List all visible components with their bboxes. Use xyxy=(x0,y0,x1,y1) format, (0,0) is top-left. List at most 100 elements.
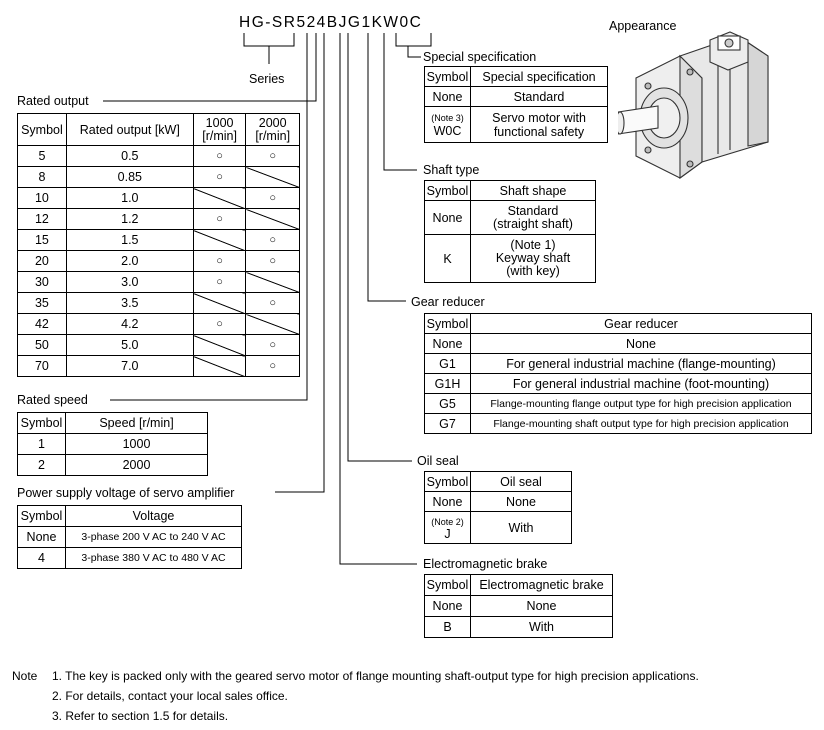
availability-cell xyxy=(192,229,247,251)
output-value: 4.2 xyxy=(65,313,194,335)
output-symbol: 50 xyxy=(17,334,67,356)
availability-cell: ○ xyxy=(245,187,300,209)
spec-value: Standard xyxy=(470,86,608,107)
output-value: 1.5 xyxy=(65,229,194,251)
output-symbol: 70 xyxy=(17,355,67,377)
output-symbol: 35 xyxy=(17,292,67,314)
gear-symbol: G7 xyxy=(424,413,471,434)
shaft-value-line: Standard xyxy=(507,203,559,218)
header-brake: Electromagnetic brake xyxy=(470,574,613,596)
header-symbol: Symbol xyxy=(424,471,471,492)
availability-cell: ○ xyxy=(192,313,247,335)
header-1000: 1000 [r/min] xyxy=(192,113,247,146)
gear-value: Flange-mounting flange output type for h… xyxy=(470,393,812,414)
availability-cell: ○ xyxy=(192,145,247,167)
speed-value: 2000 xyxy=(65,454,208,476)
availability-cell xyxy=(192,355,247,377)
availability-cell xyxy=(192,292,247,314)
availability-cell: ○ xyxy=(192,208,247,230)
oil-seal-table: Symbol Oil seal None None (Note 2) J Wit… xyxy=(424,471,572,544)
rated-speed-title: Rated speed xyxy=(17,393,90,407)
output-symbol: 15 xyxy=(17,229,67,251)
oil-seal-value: With xyxy=(470,511,572,544)
output-symbol: 20 xyxy=(17,250,67,272)
gear-value: For general industrial machine (flange-m… xyxy=(470,353,812,374)
spec-symbol: W0C xyxy=(433,123,462,138)
header-symbol: Symbol xyxy=(17,113,67,146)
brake-value: None xyxy=(470,595,613,617)
header-shaft-shape: Shaft shape xyxy=(470,180,596,201)
speed-value: 1000 xyxy=(65,433,208,455)
brake-symbol: B xyxy=(424,616,471,638)
header-symbol: Symbol xyxy=(17,412,66,434)
availability-cell: ○ xyxy=(245,334,300,356)
availability-cell xyxy=(192,334,247,356)
availability-cell xyxy=(245,166,300,188)
model-code: HG-SR524BJG1KW0C xyxy=(239,14,423,31)
voltage-symbol: None xyxy=(17,526,66,548)
brake-value: With xyxy=(470,616,613,638)
shaft-type-table: Symbol Shaft shape None Standard (straig… xyxy=(424,180,596,283)
gear-reducer-table: Symbol Gear reducer None None G1 For gen… xyxy=(424,313,812,434)
gear-reducer-title: Gear reducer xyxy=(411,295,487,309)
shaft-value-line: Keyway shaft xyxy=(495,251,571,265)
rated-speed-table: Symbol Speed [r/min] 1 1000 2 2000 xyxy=(17,412,208,476)
note-item: 1. The key is packed only with the geare… xyxy=(52,669,699,683)
shaft-value-line: (Note 1) xyxy=(510,238,556,252)
header-speed: Speed [r/min] xyxy=(65,412,208,434)
special-spec-table: Symbol Special specification None Standa… xyxy=(424,66,608,143)
rated-output-table: Symbol Rated output [kW] 1000 [r/min] 20… xyxy=(17,113,300,377)
availability-cell: ○ xyxy=(192,166,247,188)
voltage-value: 3-phase 380 V AC to 480 V AC xyxy=(65,547,242,569)
output-value: 0.5 xyxy=(65,145,194,167)
output-value: 1.2 xyxy=(65,208,194,230)
voltage-value: 3-phase 200 V AC to 240 V AC xyxy=(65,526,242,548)
output-symbol: 8 xyxy=(17,166,67,188)
output-value: 1.0 xyxy=(65,187,194,209)
availability-cell: ○ xyxy=(192,271,247,293)
spec-value: Servo motor with functional safety xyxy=(470,106,608,143)
oil-seal-symbol: None xyxy=(424,491,471,512)
availability-cell: ○ xyxy=(192,250,247,272)
output-value: 2.0 xyxy=(65,250,194,272)
availability-cell xyxy=(245,313,300,335)
servo-motor-image xyxy=(618,31,769,180)
shaft-type-title: Shaft type xyxy=(423,163,482,177)
note-item: 3. Refer to section 1.5 for details. xyxy=(52,709,229,723)
header-special-spec: Special specification xyxy=(470,66,608,87)
header-oil-seal: Oil seal xyxy=(470,471,572,492)
gear-symbol: G5 xyxy=(424,393,471,414)
brake-table: Symbol Electromagnetic brake None None B… xyxy=(424,574,613,638)
header-symbol: Symbol xyxy=(424,574,471,596)
notes-prefix: Note xyxy=(12,669,38,683)
series-label: Series xyxy=(249,72,287,86)
output-symbol: 30 xyxy=(17,271,67,293)
rated-output-title: Rated output xyxy=(17,94,91,108)
availability-cell: ○ xyxy=(245,355,300,377)
note-item: 2. For details, contact your local sales… xyxy=(52,689,288,703)
power-supply-title: Power supply voltage of servo amplifier xyxy=(17,486,237,500)
availability-cell: ○ xyxy=(245,145,300,167)
output-symbol: 10 xyxy=(17,187,67,209)
availability-cell: ○ xyxy=(245,229,300,251)
availability-cell xyxy=(245,208,300,230)
output-value: 3.5 xyxy=(65,292,194,314)
availability-cell: ○ xyxy=(245,292,300,314)
availability-cell xyxy=(192,187,247,209)
output-value: 5.0 xyxy=(65,334,194,356)
gear-symbol: G1 xyxy=(424,353,471,374)
gear-symbol: None xyxy=(424,333,471,354)
shaft-value-line: (with key) xyxy=(506,264,560,278)
power-supply-table: Symbol Voltage None 3-phase 200 V AC to … xyxy=(17,505,242,569)
header-rated-output: Rated output [kW] xyxy=(65,113,194,146)
